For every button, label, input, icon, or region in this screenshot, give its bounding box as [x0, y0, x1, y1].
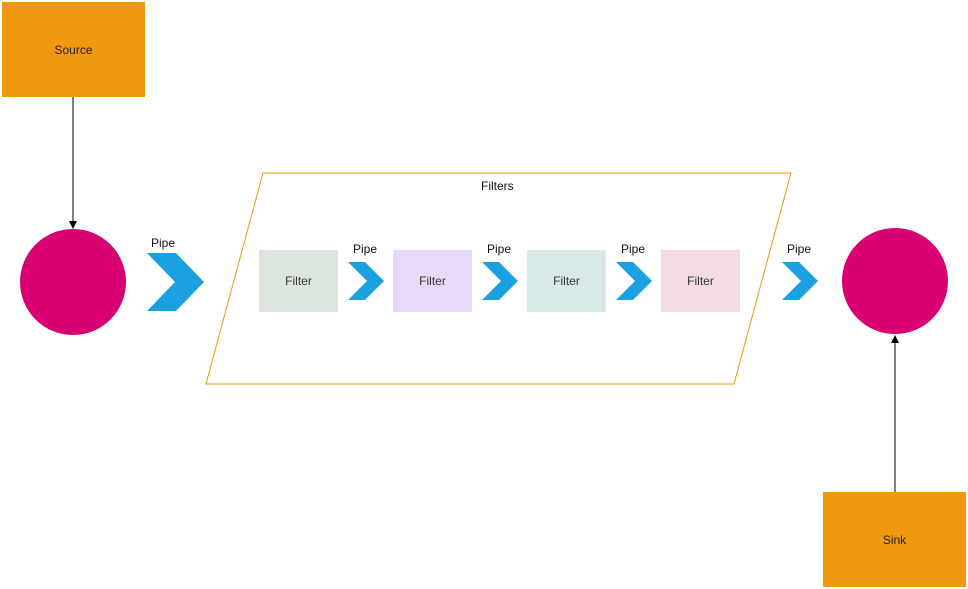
filter-box-2: Filter — [393, 250, 472, 312]
filter-box-1: Filter — [259, 250, 338, 312]
pipe-label-4: Pipe — [621, 242, 646, 256]
filter-box-3: Filter — [527, 250, 606, 312]
sink-label: Sink — [882, 532, 907, 547]
pipe-chevron-5 — [782, 262, 818, 300]
pipe-chevron-1 — [147, 253, 204, 311]
source-label: Source — [54, 42, 93, 57]
sink-endpoint-circle — [842, 228, 948, 334]
sink-box: Sink — [823, 492, 966, 587]
source-box: Source — [2, 2, 145, 97]
pipe-chevron-3 — [482, 262, 518, 300]
pipe-label-5: Pipe — [787, 242, 812, 256]
pipe-label-1: Pipe — [151, 236, 176, 250]
filter-label: Filter — [553, 274, 580, 288]
pipe-label-2: Pipe — [353, 242, 378, 256]
pipe-chevron-4 — [616, 262, 652, 300]
source-endpoint-circle — [20, 229, 126, 335]
filters-group-border — [205, 172, 792, 385]
filter-label: Filter — [687, 274, 714, 288]
pipe-chevron-2 — [348, 262, 384, 300]
filter-box-4: Filter — [661, 250, 740, 312]
filter-label: Filter — [419, 274, 446, 288]
filters-group-label: Filters — [481, 179, 514, 193]
filter-label: Filter — [285, 274, 312, 288]
pipe-label-3: Pipe — [487, 242, 512, 256]
